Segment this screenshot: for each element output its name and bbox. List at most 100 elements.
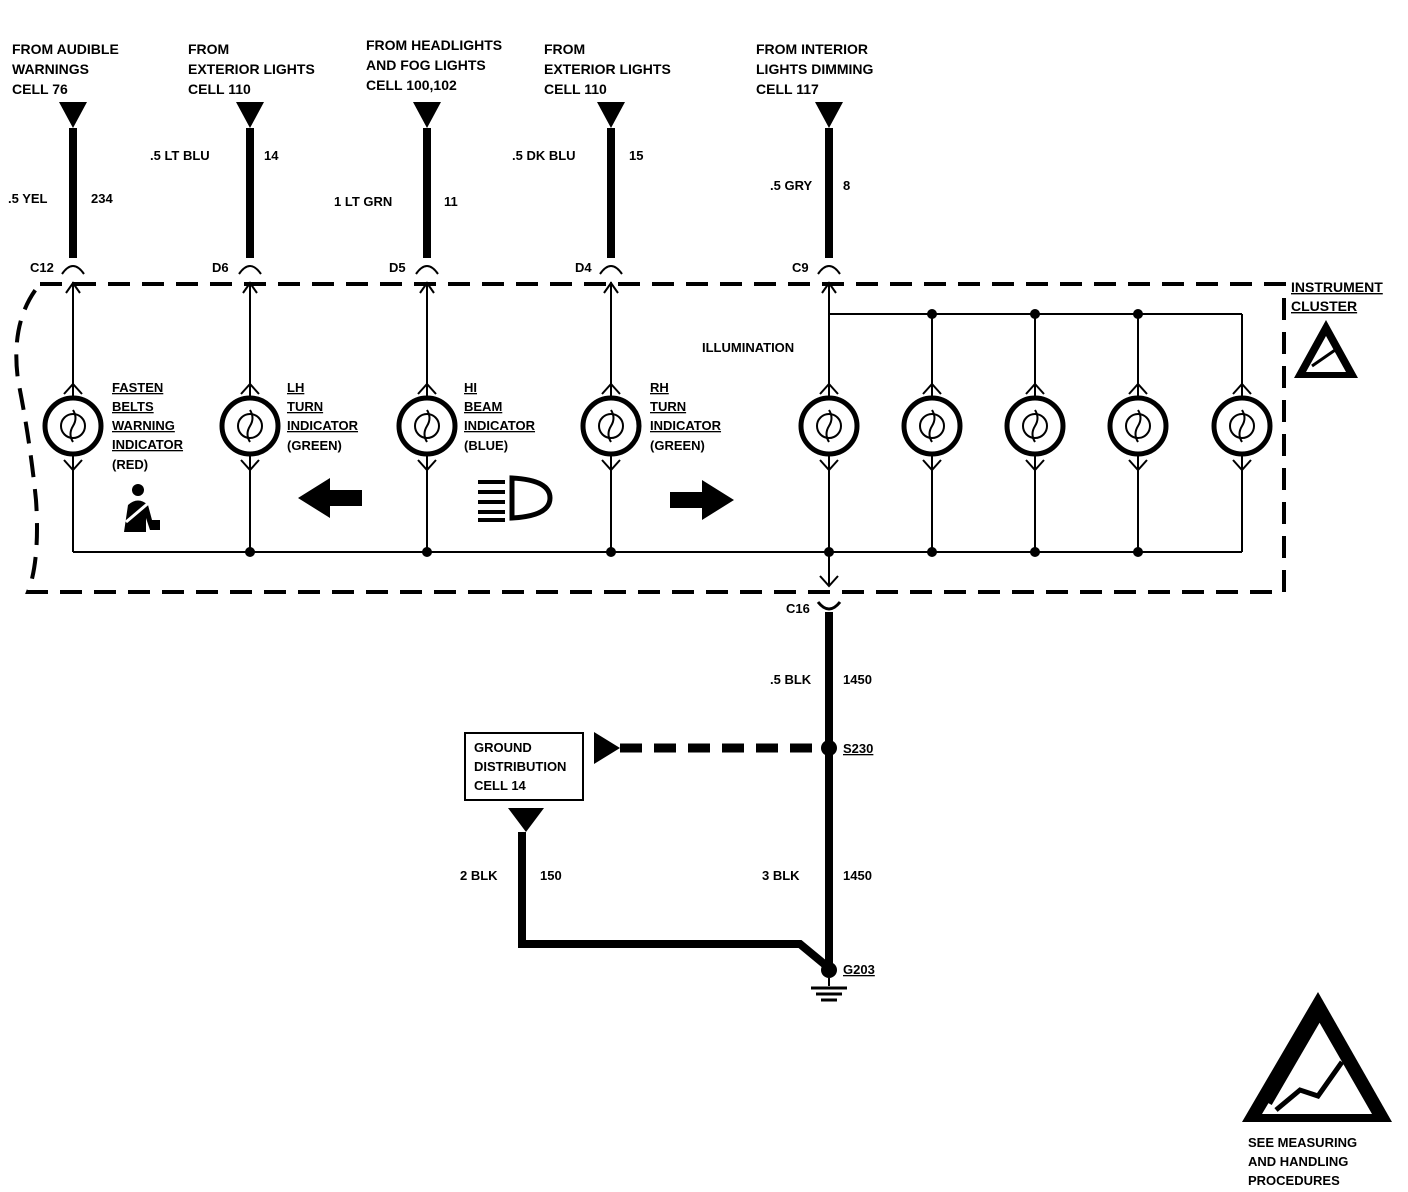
label-fasten-belts-indicator: FASTEN BELTS WARNING INDICATOR (RED) [112,380,184,472]
connector-c12: C12 [30,260,54,275]
svg-text:INDICATOR: INDICATOR [464,418,536,433]
ground-g203: G203 [843,962,875,977]
svg-text:CELL 110: CELL 110 [188,81,251,97]
source-label-audible-warnings: FROM AUDIBLE WARNINGS CELL 76 [12,41,119,97]
wire-label-lt-blu: .5 LT BLU [150,148,210,163]
svg-text:FASTEN: FASTEN [112,380,163,395]
wire-circuit-11 [413,102,441,275]
circuit-number-234: 234 [91,191,113,206]
svg-text:CLUSTER: CLUSTER [1291,298,1357,314]
circuit-number-15: 15 [629,148,643,163]
seatbelt-icon [124,484,160,532]
svg-text:FROM HEADLIGHTS: FROM HEADLIGHTS [366,37,502,53]
wire-label-yel: .5 YEL [8,191,48,206]
connector-c16: C16 [786,601,810,616]
wire-circuit-234 [59,102,87,275]
ground-path [508,552,847,1002]
label-rh-turn-indicator: RH TURN INDICATOR (GREEN) [650,380,722,453]
bulb-fasten-belts [42,382,104,472]
label-hi-beam-indicator: HI BEAM INDICATOR (BLUE) [464,380,536,453]
svg-text:CELL 76: CELL 76 [12,81,68,97]
svg-text:BELTS: BELTS [112,399,154,414]
bulb-illumination-4 [1107,382,1169,472]
svg-text:AND HANDLING: AND HANDLING [1248,1154,1348,1169]
circuit-number-8: 8 [843,178,850,193]
svg-text:HI: HI [464,380,477,395]
svg-text:CELL 110: CELL 110 [544,81,607,97]
svg-text:SEE MEASURING: SEE MEASURING [1248,1135,1357,1150]
source-label-exterior-lights-rh: FROM EXTERIOR LIGHTS CELL 110 [544,41,671,97]
svg-text:CELL 14: CELL 14 [474,778,527,793]
wire-circuit-8 [815,102,843,275]
connector-c9: C9 [792,260,809,275]
circuit-number-upper-1450: 1450 [843,672,872,687]
wire-label-upper-blk: .5 BLK [770,672,812,687]
wire-label-dk-blu: .5 DK BLU [512,148,576,163]
wire-circuit-14 [236,102,264,275]
arrow-right-icon [670,480,734,520]
svg-text:(GREEN): (GREEN) [287,438,342,453]
svg-text:TURN: TURN [650,399,686,414]
instrument-cluster-label: INSTRUMENT CLUSTER [1291,279,1383,314]
connector-arrow-icon [236,102,264,128]
svg-text:AND FOG LIGHTS: AND FOG LIGHTS [366,57,486,73]
esd-notice-text: SEE MEASURING AND HANDLING PROCEDURES [1248,1135,1357,1188]
wire-label-lt-grn: 1 LT GRN [334,194,392,209]
connector-arrow-icon [815,102,843,128]
circuit-number-150: 150 [540,868,562,883]
svg-text:INDICATOR: INDICATOR [650,418,722,433]
instrument-cluster-boundary [14,282,1286,594]
connector-arrow-icon [59,102,87,128]
bulb-hi-beam [396,382,458,472]
connector-arrow-icon [413,102,441,128]
svg-text:CELL 117: CELL 117 [756,81,819,97]
connector-d6: D6 [212,260,229,275]
wire-circuit-15 [597,102,625,275]
svg-text:(GREEN): (GREEN) [650,438,705,453]
bulb-illumination-3 [1004,382,1066,472]
circuit-number-lower-1450: 1450 [843,868,872,883]
svg-text:INDICATOR: INDICATOR [287,418,359,433]
svg-text:EXTERIOR LIGHTS: EXTERIOR LIGHTS [188,61,315,77]
bulb-rh-turn [580,382,642,472]
svg-text:INDICATOR: INDICATOR [112,437,184,452]
svg-text:INSTRUMENT: INSTRUMENT [1291,279,1383,295]
esd-warning-small-icon [1294,320,1358,378]
internal-wiring [65,281,1243,557]
ground-distribution-box: GROUND DISTRIBUTION CELL 14 [464,732,584,801]
svg-text:TURN: TURN [287,399,323,414]
svg-text:PROCEDURES: PROCEDURES [1248,1173,1340,1188]
source-label-headlights: FROM HEADLIGHTS AND FOG LIGHTS CELL 100,… [366,37,502,93]
wire-label-left-blk: 2 BLK [460,868,498,883]
svg-text:WARNINGS: WARNINGS [12,61,89,77]
source-label-interior-dimming: FROM INTERIOR LIGHTS DIMMING CELL 117 [756,41,874,97]
bulb-lh-turn [219,382,281,472]
wire-label-lower-blk: 3 BLK [762,868,800,883]
esd-warning-icon [1242,992,1392,1122]
wire-label-gry: .5 GRY [770,178,812,193]
connector-d4: D4 [575,260,592,275]
connector-d5: D5 [389,260,406,275]
connector-arrow-icon [597,102,625,128]
svg-text:FROM AUDIBLE: FROM AUDIBLE [12,41,119,57]
svg-text:EXTERIOR LIGHTS: EXTERIOR LIGHTS [544,61,671,77]
bulb-illumination-5 [1211,382,1273,472]
svg-text:RH: RH [650,380,669,395]
svg-text:LH: LH [287,380,304,395]
svg-text:GROUND: GROUND [474,740,532,755]
splice-s230: S230 [843,741,873,756]
high-beam-icon [478,475,553,522]
svg-text:CELL 100,102: CELL 100,102 [366,77,457,93]
label-lh-turn-indicator: LH TURN INDICATOR (GREEN) [287,380,359,453]
source-label-exterior-lights-lh: FROM EXTERIOR LIGHTS CELL 110 [188,41,315,97]
bulb-illumination-2 [901,382,963,472]
svg-text:(BLUE): (BLUE) [464,438,508,453]
bulb-illumination-1 [798,382,860,472]
arrow-left-icon [298,478,362,518]
svg-text:LIGHTS DIMMING: LIGHTS DIMMING [756,61,874,77]
svg-text:FROM INTERIOR: FROM INTERIOR [756,41,868,57]
svg-text:DISTRIBUTION: DISTRIBUTION [474,759,566,774]
svg-text:BEAM: BEAM [464,399,502,414]
svg-text:FROM: FROM [188,41,229,57]
